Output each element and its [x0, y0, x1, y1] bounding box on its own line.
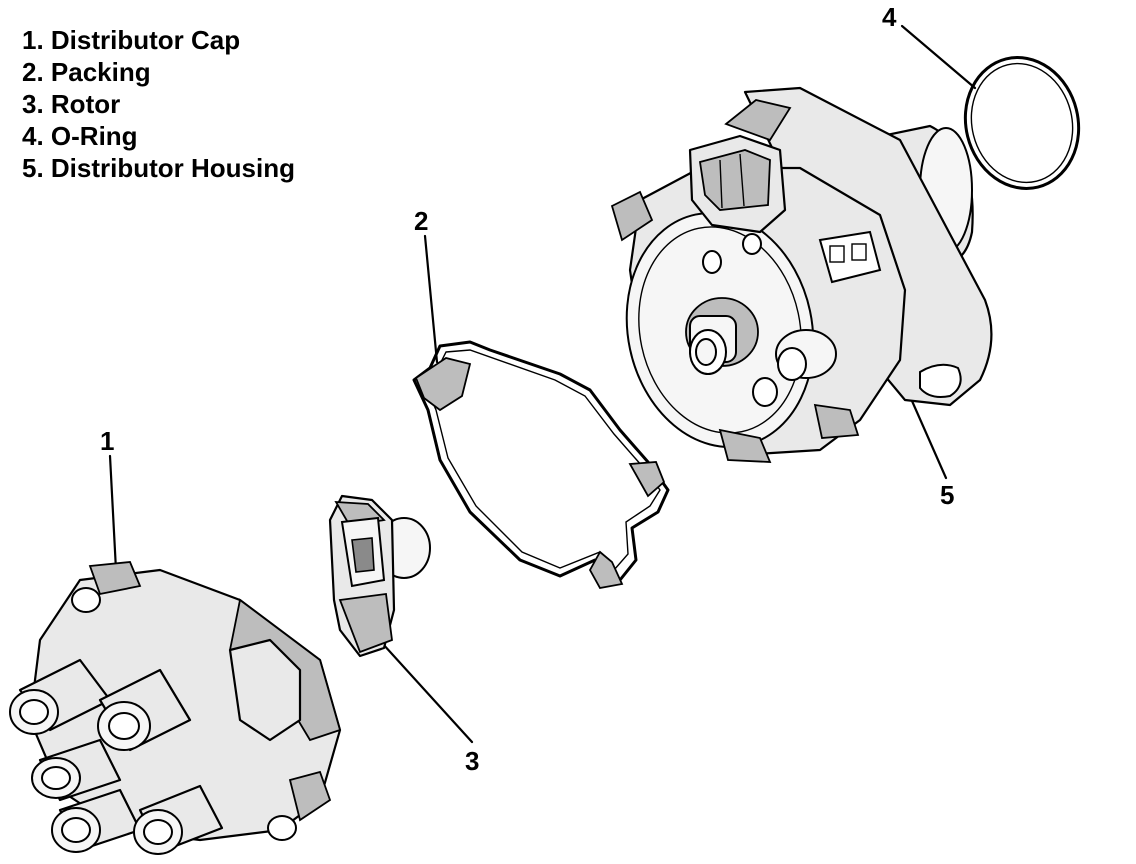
rotor-drawing	[328, 494, 431, 658]
leader-line-4	[900, 24, 977, 90]
callout-number-2: 2	[414, 206, 429, 236]
callout-number-4: 4	[882, 2, 897, 32]
callout-number-5: 5	[940, 480, 955, 510]
leader-line-2	[423, 234, 439, 364]
leader-line-1	[108, 454, 118, 572]
legend-item-packing: 2. Packing	[22, 57, 151, 87]
distributor-cap-drawing	[9, 561, 342, 855]
legend-item-o-ring: 4. O-Ring	[22, 121, 138, 151]
leader-lines	[108, 24, 977, 744]
legend-item-distributor-housing: 5. Distributor Housing	[22, 153, 295, 183]
o-ring-drawing	[963, 56, 1081, 190]
callout-number-3: 3	[465, 746, 480, 776]
legend-item-distributor-cap: 1. Distributor Cap	[22, 25, 241, 55]
leader-line-3	[370, 630, 474, 744]
distributor-housing-drawing	[610, 86, 993, 463]
legend-item-rotor: 3. Rotor	[22, 89, 121, 119]
callout-number-1: 1	[100, 426, 115, 456]
packing-gasket-drawing	[412, 340, 670, 590]
parts-legend: 1. Distributor Cap 2. Packing 3. Rotor 4…	[22, 24, 295, 184]
